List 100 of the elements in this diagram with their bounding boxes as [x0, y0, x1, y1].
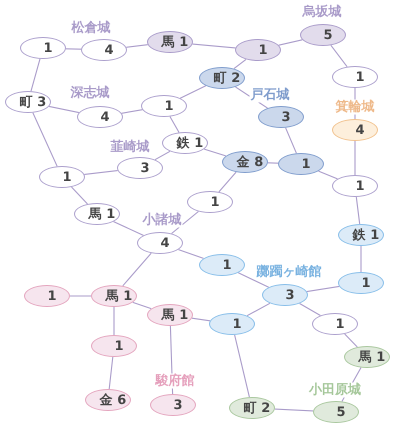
count-text: 金 6: [98, 392, 126, 409]
connector-line: [268, 162, 278, 164]
connector-line: [274, 408, 314, 412]
connector-line: [154, 150, 170, 160]
count-text: 鉄 1: [351, 227, 380, 244]
connector-line: [192, 318, 210, 322]
castle-name: 躑躅ヶ崎館: [256, 264, 322, 280]
count-text: 3: [139, 160, 150, 176]
count-ellipse: [91, 335, 137, 357]
count-text: 5: [322, 28, 333, 42]
count-text: 1: [221, 258, 232, 272]
connector-line: [178, 249, 204, 259]
connector-line: [246, 302, 270, 316]
castle-name: 松倉城: [70, 20, 112, 36]
connector-line: [71, 186, 88, 204]
connector-line: [108, 356, 114, 390]
castle-name: 戸石城: [250, 88, 290, 102]
castle-name: 韮崎城: [110, 140, 150, 154]
count-text: 町 2: [242, 400, 270, 417]
count-ellipse: [332, 175, 378, 197]
count-text: 3: [284, 288, 295, 302]
connector-line: [170, 116, 180, 133]
count-ellipse: [91, 285, 137, 307]
count-ellipse: [117, 157, 163, 179]
connector-line: [66, 48, 82, 50]
count-text: 1: [354, 178, 365, 194]
count-text: 1: [231, 316, 242, 332]
connector-line: [192, 44, 236, 48]
connector-line: [285, 128, 297, 154]
count-ellipse: [338, 224, 384, 246]
count-ellipse: [137, 232, 183, 254]
count-text: 3: [280, 110, 291, 124]
castle-name: 箕輪城: [334, 100, 376, 114]
connector-line: [318, 170, 338, 180]
connector-line: [299, 303, 321, 316]
count-text: 4: [103, 42, 114, 58]
count-ellipse: [235, 39, 281, 61]
count-text: 鉄 1: [175, 135, 204, 152]
count-text: 馬 1: [104, 288, 132, 305]
count-ellipse: [187, 191, 233, 213]
count-ellipse: [344, 346, 390, 368]
connector-line: [122, 109, 142, 114]
count-ellipse: [147, 31, 193, 53]
connector-line: [32, 112, 58, 166]
count-ellipse: [162, 132, 208, 154]
castle-name: 烏坂城: [302, 4, 342, 20]
count-ellipse: [332, 119, 378, 141]
count-text: 町 3: [18, 94, 46, 111]
connector-line: [238, 272, 269, 288]
connector-line: [356, 196, 360, 224]
count-text: 1: [257, 42, 268, 58]
count-ellipse: [147, 304, 193, 326]
connector-line: [180, 85, 206, 99]
connector-line: [354, 141, 356, 175]
count-ellipse: [24, 285, 70, 307]
count-text: 町 2: [212, 70, 240, 87]
count-ellipse: [39, 166, 85, 188]
count-ellipse: [278, 153, 324, 175]
connector-line: [84, 170, 118, 175]
count-text: 馬 1: [87, 206, 116, 223]
count-ellipse: [312, 313, 358, 335]
connector-line: [330, 44, 348, 68]
count-text: 1: [42, 40, 53, 56]
count-ellipse: [209, 313, 255, 335]
count-ellipse: [338, 272, 384, 294]
connector-line: [122, 252, 152, 286]
castle-name: 駿府館: [154, 374, 196, 388]
connector-line: [113, 221, 144, 236]
count-ellipse: [74, 203, 120, 225]
castle-name: 小田原城: [308, 382, 362, 398]
connector-line: [234, 334, 250, 398]
count-ellipse: [262, 284, 308, 306]
count-text: 1: [360, 276, 371, 290]
count-ellipse: [199, 67, 245, 89]
connector-line: [113, 307, 115, 335]
count-text: 1: [46, 288, 57, 304]
connector-line: [171, 211, 199, 234]
count-text: 3: [172, 398, 183, 412]
connector-line: [48, 106, 80, 114]
count-text: 1: [354, 70, 365, 84]
count-ellipse: [150, 394, 196, 416]
count-text: 1: [163, 98, 174, 114]
connector-line: [278, 39, 302, 46]
count-ellipse: [199, 254, 245, 276]
count-text: 1: [334, 316, 345, 332]
count-text: 1: [300, 156, 311, 172]
count-ellipse: [20, 37, 66, 59]
connector-line: [234, 58, 246, 70]
count-ellipse: [85, 389, 131, 411]
connector-line: [132, 302, 152, 310]
connector-line: [306, 286, 340, 292]
count-ellipse: [81, 39, 127, 61]
count-ellipse: [141, 95, 187, 117]
connector-line: [70, 295, 91, 297]
count-text: 5: [335, 404, 346, 420]
count-ellipse: [77, 106, 123, 128]
count-text: 馬 1: [357, 349, 386, 366]
count-ellipse: [258, 106, 304, 128]
count-ellipse: [332, 66, 378, 88]
count-ellipse: [229, 397, 275, 419]
